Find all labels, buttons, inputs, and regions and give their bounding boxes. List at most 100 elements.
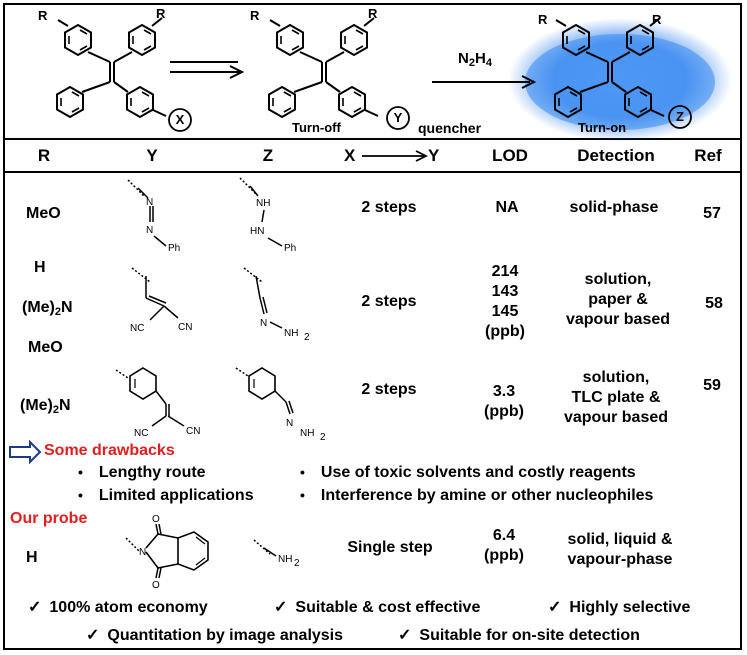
row2-ref: 58: [705, 295, 723, 312]
row3-det-1: solution,: [582, 369, 650, 386]
r-label-right: R: [156, 6, 166, 21]
probe-y-atom-o1: O: [152, 514, 160, 525]
our-probe-title: Our probe: [10, 510, 88, 527]
row1-ref: 57: [703, 205, 721, 222]
row3-det-3: vapour based: [563, 409, 669, 426]
check-icon: ✓: [274, 599, 288, 616]
y-circle: [386, 106, 410, 130]
row3-ref: 59: [703, 377, 721, 394]
row2-steps: 2 steps: [361, 293, 417, 310]
header-r: R: [37, 146, 51, 165]
check-icon: ✓: [28, 599, 42, 616]
z-label: Z: [676, 109, 684, 124]
probe-steps: Single step: [347, 539, 433, 556]
row2-y-structure: [131, 267, 179, 321]
header-divider-top: [3, 138, 742, 140]
row1-steps: 2 steps: [361, 199, 417, 216]
probe-z-structure: [253, 539, 277, 557]
probe-det-2: vapour-phase: [567, 551, 673, 568]
reaction-arrow-2: [432, 75, 537, 89]
row2-y-atom-nc: NC: [130, 323, 144, 334]
probe-det-1: solid, liquid &: [567, 531, 673, 548]
row1-y-atom-n1: N: [146, 197, 153, 208]
row3-z-structure: [235, 367, 294, 415]
header-z: Z: [262, 146, 274, 165]
row2-z-atom-n: N: [260, 318, 267, 329]
row2-lod-2: 143: [491, 283, 519, 300]
row3-z-atom-nh2: NH: [300, 428, 314, 439]
header-lod: LOD: [492, 146, 528, 165]
drawback-item-3: •Limited applications: [78, 487, 254, 504]
header-detection: Detection: [577, 146, 655, 165]
r-label-turn-on-right: R: [652, 12, 662, 27]
row3-y-structure: [115, 367, 185, 427]
row1-z-atom-ph: Ph: [284, 243, 296, 254]
row1-z-atom-nh: NH: [256, 198, 270, 209]
r-label-left: R: [38, 8, 48, 23]
tpe-structure-turn-on: [554, 17, 665, 118]
check-icon: ✓: [548, 599, 562, 616]
advantage-1: ✓100% atom economy: [28, 599, 208, 616]
figure-frame: [3, 3, 742, 650]
row2-det-1: solution,: [584, 271, 652, 288]
row2-det-3: vapour based: [565, 311, 671, 328]
row1-r: MeO: [26, 205, 61, 222]
probe-r: H: [26, 549, 38, 566]
y-label: Y: [393, 110, 403, 125]
row1-detection: solid-phase: [569, 199, 659, 216]
header-x: X: [344, 146, 356, 165]
probe-y-atom-o2: O: [152, 580, 160, 591]
turn-off-label: Turn-off: [292, 120, 341, 135]
row2-lod-3: 145: [491, 303, 519, 320]
row3-r: (Me)2N: [20, 397, 71, 416]
x-circle: [168, 108, 192, 132]
row2-det-2: paper &: [588, 291, 648, 308]
header-y: Y: [146, 146, 158, 165]
probe-lod-2: (ppb): [484, 547, 524, 564]
row1-lod: NA: [495, 199, 519, 216]
row3-lod-2: (ppb): [484, 403, 524, 420]
row3-det-2: TLC plate &: [571, 389, 661, 406]
row3-z-atom-n: N: [286, 418, 293, 429]
check-icon: ✓: [86, 627, 100, 644]
row2-lod-1: 214: [491, 263, 519, 280]
row2-r-me2n: (Me)2N: [22, 299, 73, 318]
reaction-arrow-1: [170, 61, 245, 79]
row2-z-atom-sub: 2: [304, 332, 310, 343]
advantage-3: ✓Highly selective: [548, 599, 691, 616]
row1-z-atom-hn: HN: [250, 226, 264, 237]
row2-r-h: H: [34, 259, 46, 276]
row2-lod-4: (ppb): [485, 323, 525, 340]
probe-z-atom-sub: 2: [294, 558, 300, 569]
row3-z-atom-sub: 2: [320, 432, 326, 443]
row2-z-atom-nh2: NH: [284, 328, 298, 339]
row2-r-meo: MeO: [28, 339, 63, 356]
r-label-turn-off-right: R: [368, 6, 378, 21]
probe-y-structure: [125, 523, 209, 579]
r-label-turn-off-left: R: [250, 8, 260, 23]
drawback-item-2: •Use of toxic solvents and costly reagen…: [300, 464, 636, 481]
turn-on-label: Turn-on: [578, 120, 627, 135]
row3-y-atom-nc: NC: [134, 428, 148, 439]
r-label-turn-on-left: R: [538, 12, 548, 27]
check-icon: ✓: [398, 627, 412, 644]
probe-z-atom-nh: NH: [278, 554, 292, 565]
row3-lod-1: 3.3: [492, 383, 516, 400]
header-divider-bottom: [3, 171, 742, 173]
probe-lod-1: 6.4: [492, 527, 516, 544]
x-to-y-arrow: [362, 150, 429, 162]
tpe-structure-turn-off: [268, 17, 379, 118]
row1-y-structure: [127, 179, 167, 247]
row3-steps: 2 steps: [361, 381, 417, 398]
row3-y-atom-cn: CN: [186, 426, 200, 437]
z-circle: [668, 105, 692, 129]
probe-y-atom-n: N: [139, 547, 146, 558]
row1-y-atom-n2: N: [146, 225, 153, 236]
drawback-item-1: •Lengthy route: [78, 464, 206, 481]
x-label: X: [175, 112, 185, 127]
row2-z-structure: [243, 267, 283, 329]
header-arrow-y: Y: [428, 146, 440, 165]
advantage-4: ✓Quantitation by image analysis: [86, 627, 344, 644]
tpe-structure-start: [56, 17, 167, 118]
